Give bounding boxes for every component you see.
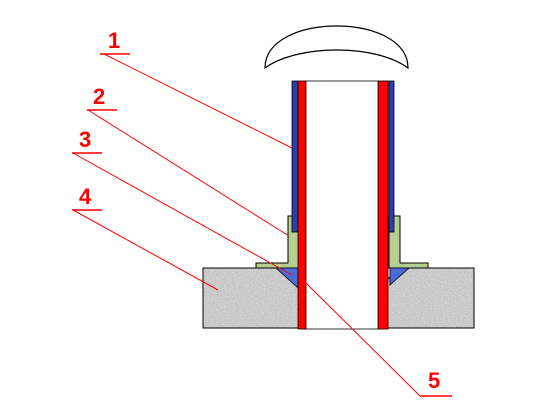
cap-hood — [264, 25, 409, 70]
label-5: 5 — [428, 368, 440, 393]
pipe-wall-left — [297, 80, 307, 330]
concrete-slab-right — [376, 267, 475, 329]
leader-line-2 — [87, 109, 290, 237]
leader-line-5 — [302, 279, 421, 397]
leader-line-1 — [103, 53, 293, 149]
concrete-slab-left — [202, 267, 307, 329]
label-4: 4 — [79, 184, 92, 209]
sealant-right — [389, 267, 411, 286]
label-2: 2 — [93, 84, 105, 109]
insulation-left — [291, 80, 299, 233]
label-3: 3 — [79, 127, 91, 152]
leader-line-4 — [72, 209, 219, 291]
insulation-right — [388, 80, 395, 233]
pipe-interior — [305, 80, 379, 330]
label-1: 1 — [108, 28, 120, 53]
leader-line-3 — [72, 152, 293, 276]
pipe-wall-right — [377, 80, 389, 330]
